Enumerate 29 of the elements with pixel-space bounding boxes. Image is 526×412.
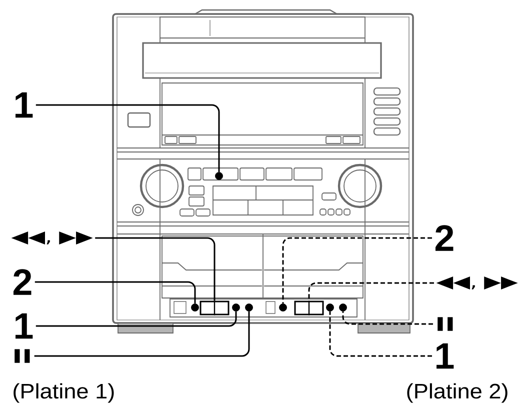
leader-line (34, 311, 250, 357)
deck-caption: (Platine 1) (14, 383, 114, 403)
callout-number: 1 (436, 343, 454, 369)
rectangular-button (294, 300, 324, 316)
round-button (245, 304, 253, 312)
callout-symbol: II (14, 349, 30, 363)
callout-number: 1 (16, 92, 33, 118)
callout-symbol: ◀◀, ▶▶ (436, 276, 518, 290)
rectangular-button (200, 300, 230, 316)
callout-number: 2 (435, 225, 454, 251)
round-button (279, 304, 287, 312)
leader-line (36, 311, 237, 327)
callout-number: 1 (16, 313, 33, 339)
callout-symbol: II (438, 317, 453, 331)
leader-line (34, 281, 196, 304)
leader-line (282, 237, 432, 304)
deck-caption: (Platine 2) (407, 383, 508, 403)
leader-line (329, 311, 432, 357)
round-button (339, 304, 347, 312)
round-button (215, 172, 223, 180)
round-button (232, 304, 240, 312)
leader-line (308, 282, 434, 301)
leader-line (36, 104, 220, 172)
callout-number: 2 (13, 269, 32, 295)
leader-line (342, 311, 433, 325)
callout-symbol: ◀◀, ▶▶ (11, 232, 93, 244)
round-button (191, 304, 199, 312)
leader-line (95, 237, 216, 301)
round-button (326, 304, 334, 312)
